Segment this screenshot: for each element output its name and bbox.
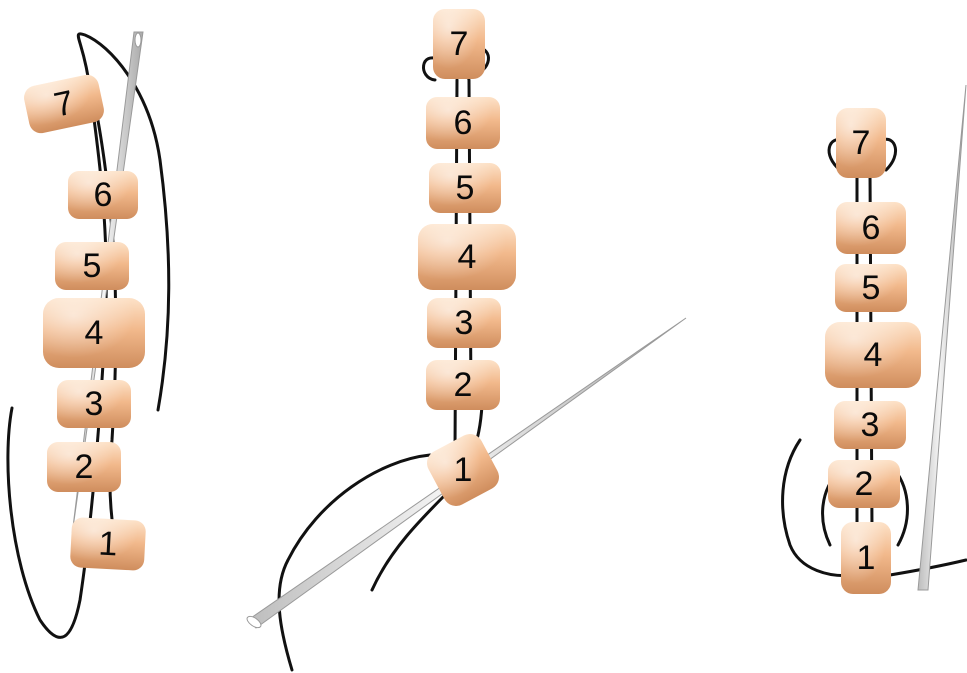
bead-1: 1 (427, 434, 499, 506)
bead-label: 5 (862, 269, 881, 307)
bead-6: 6 (836, 202, 906, 254)
panel-step-2: 7 6 5 4 3 2 1 (246, 9, 687, 672)
bead-1: 1 (841, 522, 891, 594)
bead-3: 3 (57, 380, 131, 428)
bead-4: 4 (43, 298, 145, 368)
bead-label: 2 (75, 448, 94, 486)
bead-2: 2 (426, 360, 500, 410)
needle-icon (917, 84, 967, 591)
bead-label: 6 (862, 209, 881, 247)
bead-5: 5 (55, 242, 129, 290)
bead-4: 4 (418, 224, 516, 290)
bead-3: 3 (834, 401, 906, 449)
bead-label: 1 (857, 539, 876, 577)
bead-label: 3 (85, 385, 104, 423)
bead-label: 2 (454, 366, 473, 404)
bead-6: 6 (68, 171, 138, 219)
bead-label: 3 (861, 406, 880, 444)
panel-step-1: 7 6 5 4 3 2 1 (6, 31, 171, 639)
bead-5: 5 (835, 264, 907, 312)
bead-7: 7 (433, 9, 485, 79)
bead-label: 3 (455, 304, 474, 342)
bead-label: 4 (458, 238, 477, 276)
bead-2: 2 (828, 460, 900, 508)
bead-label: 4 (85, 314, 104, 352)
bead-label: 2 (855, 465, 874, 503)
bead-label: 1 (454, 451, 473, 489)
bead-7: 7 (24, 74, 104, 134)
bead-label: 6 (94, 176, 113, 214)
bead-4: 4 (825, 322, 921, 388)
bead-label: 4 (864, 336, 883, 374)
bead-label: 6 (454, 104, 473, 142)
bead-label: 1 (98, 525, 119, 564)
bead-1: 1 (70, 517, 146, 571)
bead-6: 6 (426, 97, 500, 149)
bead-label: 7 (852, 124, 871, 162)
bead-5: 5 (429, 163, 501, 213)
bead-2: 2 (47, 442, 121, 492)
bead-label: 7 (450, 25, 469, 63)
bead-label: 5 (83, 247, 102, 285)
panel-step-3: 7 6 5 4 3 2 1 (781, 84, 967, 594)
bead-7: 7 (836, 108, 886, 178)
bead-label: 5 (456, 169, 475, 207)
bead-3: 3 (427, 298, 501, 348)
